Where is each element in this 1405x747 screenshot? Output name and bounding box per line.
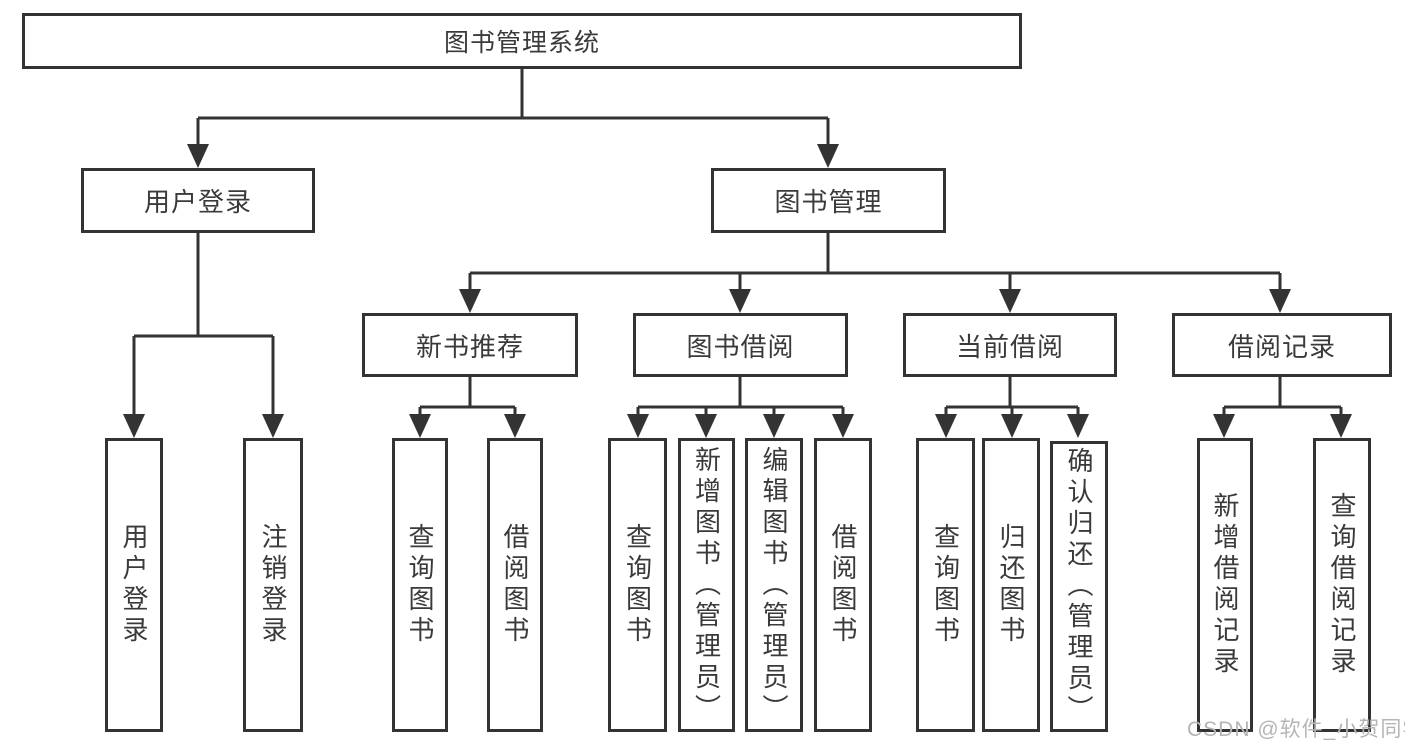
leaf-borrow-book-2-label: 借阅图书 [828, 523, 858, 647]
leaf-query-borrow-record-label: 查询借阅记录 [1327, 492, 1357, 678]
leaf-confirm-return-admin-label: 确认归还（管理员） [1064, 447, 1094, 726]
leaf-edit-book-admin-label: 编辑图书（管理员） [759, 445, 789, 725]
leaf-query-book-2: 查询图书 [608, 438, 667, 732]
leaf-query-book-2-label: 查询图书 [622, 523, 653, 647]
arrowheads [123, 144, 1352, 438]
leaf-query-book-3: 查询图书 [916, 438, 975, 732]
leaf-edit-book-admin: 编辑图书（管理员） [745, 438, 803, 732]
csdn-watermark: CSDN @软件_小贺同学 [1187, 718, 1405, 741]
leaf-add-book-admin: 新增图书（管理员） [678, 438, 735, 732]
node-user-login-label: 用户登录 [143, 187, 252, 217]
node-new-book-recommend: 新书推荐 [362, 313, 578, 377]
leaf-query-book-3-label: 查询图书 [930, 523, 961, 647]
node-book-borrow: 图书借阅 [633, 313, 848, 377]
leaf-user-login-label: 用户登录 [119, 523, 149, 647]
leaf-confirm-return-admin: 确认归还（管理员） [1050, 441, 1108, 732]
leaf-return-book: 归还图书 [982, 438, 1040, 732]
leaf-query-borrow-record: 查询借阅记录 [1313, 438, 1371, 732]
leaf-add-book-admin-label: 新增图书（管理员） [691, 445, 722, 725]
node-root-label: 图书管理系统 [443, 29, 600, 57]
node-borrow-record: 借阅记录 [1172, 313, 1392, 377]
node-book-management-label: 图书管理 [774, 187, 883, 217]
leaf-user-login: 用户登录 [105, 438, 163, 732]
leaf-logout-label: 注销登录 [258, 523, 288, 647]
leaf-add-borrow-record: 新增借阅记录 [1197, 438, 1253, 732]
node-book-management: 图书管理 [711, 168, 946, 233]
leaf-borrow-book-1-label: 借阅图书 [500, 523, 530, 647]
leaf-add-borrow-record-label: 新增借阅记录 [1210, 492, 1240, 678]
node-borrow-record-label: 借阅记录 [1227, 331, 1336, 362]
leaf-borrow-book-1: 借阅图书 [487, 438, 543, 732]
node-current-borrow: 当前借阅 [903, 313, 1117, 377]
node-root: 图书管理系统 [22, 13, 1022, 69]
leaf-logout: 注销登录 [243, 438, 303, 732]
leaf-query-book-1: 查询图书 [392, 438, 448, 732]
node-user-login: 用户登录 [81, 168, 315, 233]
node-new-book-recommend-label: 新书推荐 [415, 331, 524, 362]
leaf-query-book-1-label: 查询图书 [405, 523, 435, 647]
leaf-return-book-label: 归还图书 [996, 523, 1026, 647]
node-book-borrow-label: 图书借阅 [686, 331, 795, 362]
node-current-borrow-label: 当前借阅 [955, 331, 1064, 362]
leaf-borrow-book-2: 借阅图书 [814, 438, 872, 732]
